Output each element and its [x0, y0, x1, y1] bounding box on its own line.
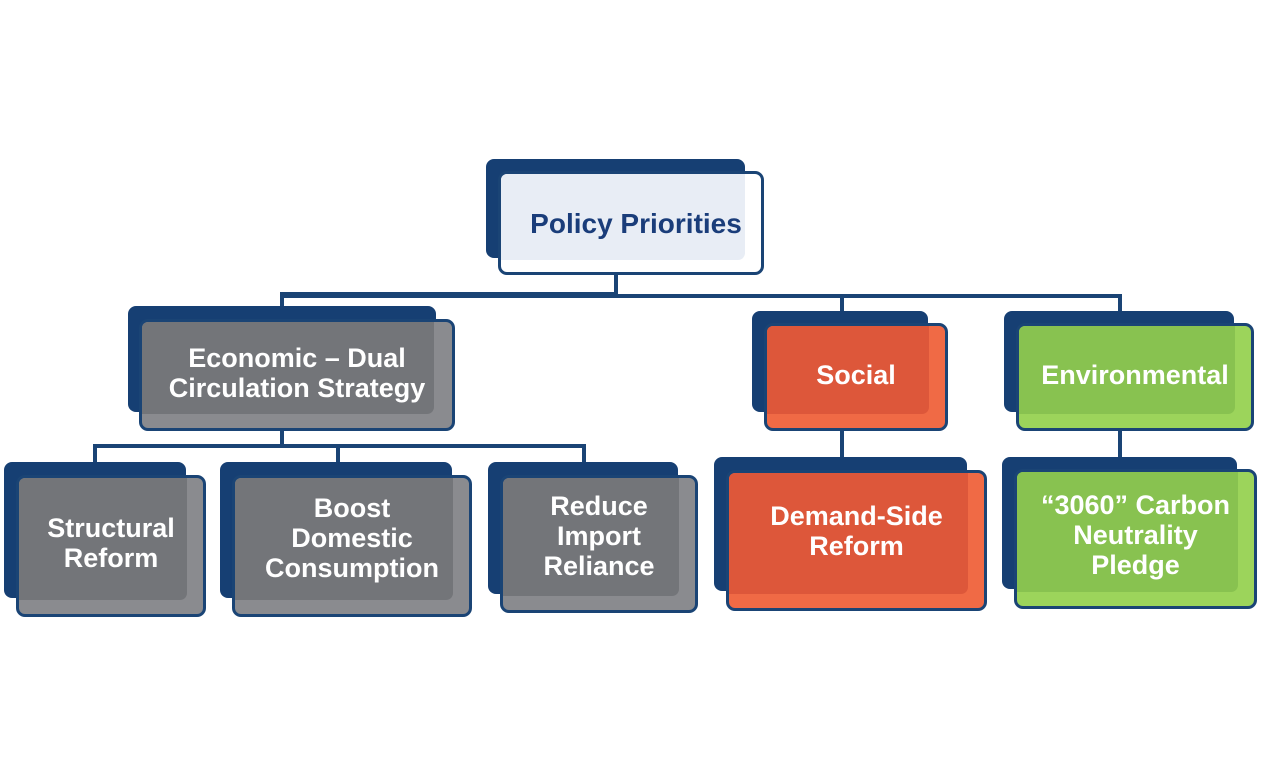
node-label: “3060” Carbon Neutrality Pledge: [1040, 490, 1231, 580]
node-label: Demand-Side Reform: [770, 501, 943, 561]
node-label: Policy Priorities: [530, 208, 742, 239]
node-label: Reduce Import Reliance: [543, 491, 655, 581]
node-label: Boost Domestic Consumption: [265, 493, 439, 583]
node-label: Environmental: [1041, 360, 1229, 390]
node-structural-reform: Structural Reform: [4, 462, 206, 618]
node-reduce-import-reliance: Reduce Import Reliance: [488, 462, 698, 614]
node-3060-carbon-neutrality-pledge: “3060” Carbon Neutrality Pledge: [1002, 457, 1257, 609]
node-policy-priorities: Policy Priorities: [486, 159, 766, 277]
node-demand-side-reform: Demand-Side Reform: [714, 457, 987, 611]
node-social: Social: [752, 311, 948, 431]
node-boost-domestic-consumption: Boost Domestic Consumption: [220, 462, 472, 618]
node-label: Structural Reform: [47, 513, 175, 573]
node-economic-dual-circulation: Economic – Dual Circulation Strategy: [128, 306, 456, 432]
node-environmental: Environmental: [1004, 311, 1254, 431]
node-label: Social: [816, 360, 896, 390]
node-label: Economic – Dual Circulation Strategy: [168, 343, 426, 403]
